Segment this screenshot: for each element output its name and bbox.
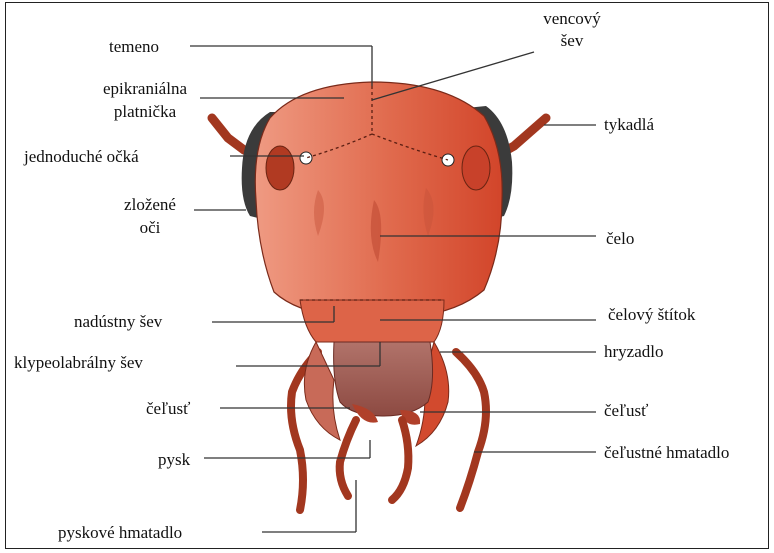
label-jednoduche-ocka: jednoduché očká [24,146,139,167]
label-nadustny-sev: nadústny šev [74,311,162,332]
labial-palp-right [392,420,408,500]
label-celust-left: čeľusť [146,398,190,419]
labrum [334,342,433,416]
label-tykadla: tykadlá [604,114,654,135]
ocellus-left [300,152,312,164]
label-zlozene-line2: oči [112,217,188,238]
label-pysk: pysk [158,449,190,470]
label-epikranialna-line2: platnička [90,101,200,122]
label-hryzadlo: hryzadlo [604,341,663,362]
label-celust-right: čeľusť [604,400,648,421]
head-capsule [255,82,502,316]
antenna-socket-left [266,146,294,190]
label-temeno: temeno [109,36,159,57]
antenna-socket-right [462,146,490,190]
label-klypeolabralny-sev: klypeolabrálny šev [14,352,143,373]
label-epikranialna-line1: epikraniálna [90,78,200,99]
label-pyskove-hmatadlo: pyskové hmatadlo [58,522,182,543]
label-celustne-hmatadlo: čeľustné hmatadlo [604,442,729,463]
label-celovy-stitok: čelový štítok [608,304,695,325]
label-vencovy-sev-line1: vencový [536,8,608,29]
clypeus [300,300,444,342]
label-zlozene-line1: zložené [112,194,188,215]
maxillary-palp-right [456,352,486,508]
label-celo: čelo [606,228,634,249]
label-vencovy-sev-line2: šev [536,30,608,51]
